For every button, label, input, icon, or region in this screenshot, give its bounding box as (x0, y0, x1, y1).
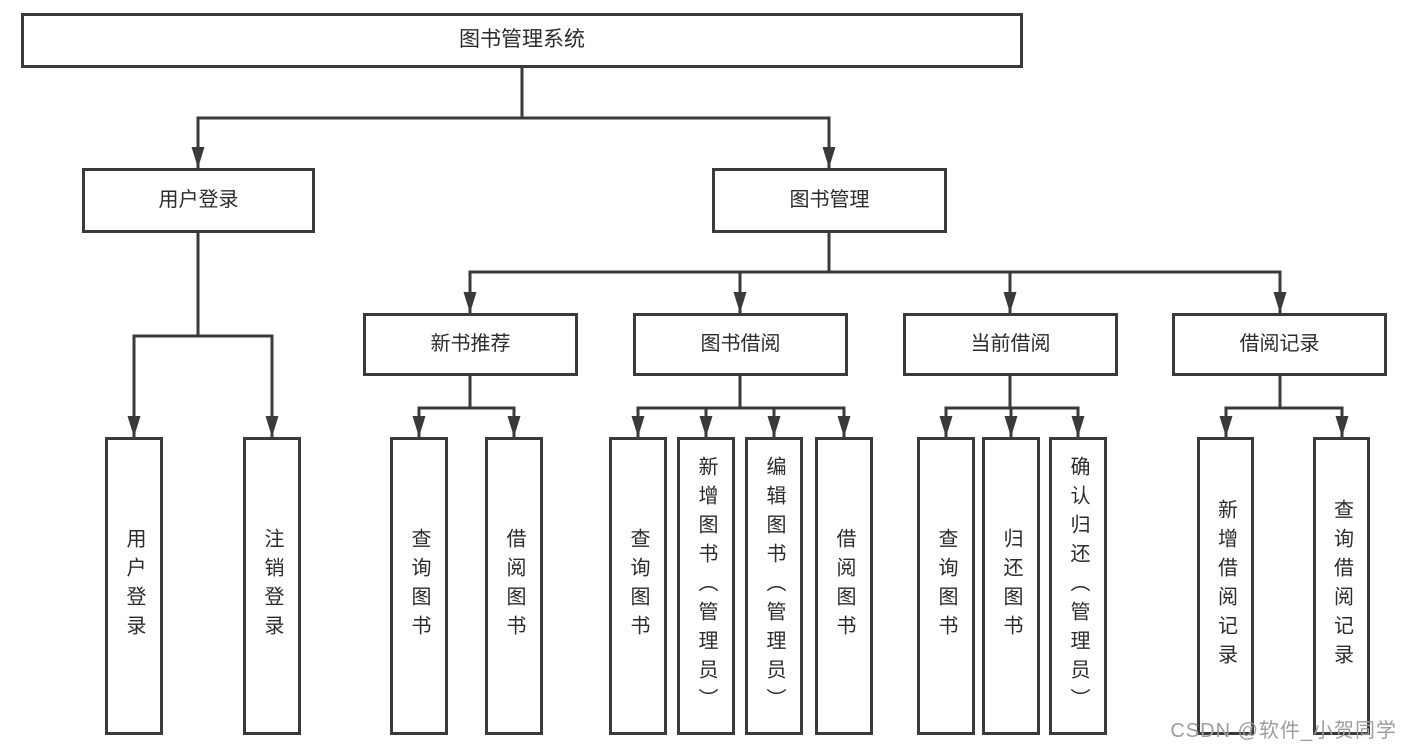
leaf-add-borrow-record: 新增借阅记录 (1197, 437, 1254, 735)
leaf-user-login: 用户登录 (105, 437, 163, 735)
leaf-query-book-current: 查询图书 (917, 437, 975, 735)
leaf-query-book-recommend-label: 查询图书 (408, 528, 430, 644)
node-new-book-recommend: 新书推荐 (363, 313, 578, 376)
leaf-borrow-book-label: 借阅图书 (833, 528, 855, 644)
connector-arrows (127, 118, 1349, 437)
node-library-system: 图书管理系统 (21, 13, 1023, 68)
leaf-edit-book-admin-label: 编辑图书（管理员） (763, 455, 785, 717)
node-new-book-recommend-label: 新书推荐 (430, 333, 511, 355)
node-book-management: 图书管理 (712, 168, 947, 233)
node-library-system-label: 图书管理系统 (459, 28, 585, 52)
leaf-query-book-recommend: 查询图书 (390, 437, 448, 735)
node-current-borrowing-label: 当前借阅 (970, 333, 1051, 355)
leaf-query-book-borrowing: 查询图书 (609, 437, 667, 735)
leaf-borrow-book-recommend-label: 借阅图书 (503, 528, 525, 644)
leaf-add-book-admin-label: 新增图书（管理员） (695, 455, 717, 717)
leaf-logout-label: 注销登录 (261, 528, 283, 644)
leaf-query-borrow-record-label: 查询借阅记录 (1330, 499, 1353, 673)
leaf-borrow-book-recommend: 借阅图书 (485, 437, 543, 735)
leaf-logout: 注销登录 (243, 437, 301, 735)
node-book-borrowing: 图书借阅 (633, 313, 848, 376)
leaf-add-book-admin: 新增图书（管理员） (677, 437, 735, 735)
leaf-query-book-borrowing-label: 查询图书 (627, 528, 649, 644)
leaf-return-book-label: 归还图书 (1000, 528, 1022, 644)
node-borrowing-records: 借阅记录 (1172, 313, 1387, 376)
leaf-query-book-current-label: 查询图书 (935, 528, 957, 644)
node-book-management-label: 图书管理 (789, 189, 870, 211)
leaf-add-borrow-record-label: 新增借阅记录 (1214, 499, 1237, 673)
node-user-login: 用户登录 (82, 168, 315, 233)
node-borrowing-records-label: 借阅记录 (1239, 333, 1320, 355)
leaf-user-login-label: 用户登录 (123, 528, 145, 644)
leaf-query-borrow-record: 查询借阅记录 (1313, 437, 1370, 735)
csdn-watermark: CSDN @软件_小贺同学 (1170, 720, 1397, 742)
leaf-borrow-book: 借阅图书 (815, 437, 873, 735)
node-user-login-label: 用户登录 (158, 189, 239, 211)
node-book-borrowing-label: 图书借阅 (700, 333, 781, 355)
leaf-return-book: 归还图书 (982, 437, 1040, 735)
leaf-confirm-return-admin: 确认归还（管理员） (1049, 437, 1107, 735)
node-current-borrowing: 当前借阅 (903, 313, 1118, 376)
leaf-confirm-return-admin-label: 确认归还（管理员） (1067, 455, 1089, 717)
leaf-edit-book-admin: 编辑图书（管理员） (745, 437, 803, 735)
